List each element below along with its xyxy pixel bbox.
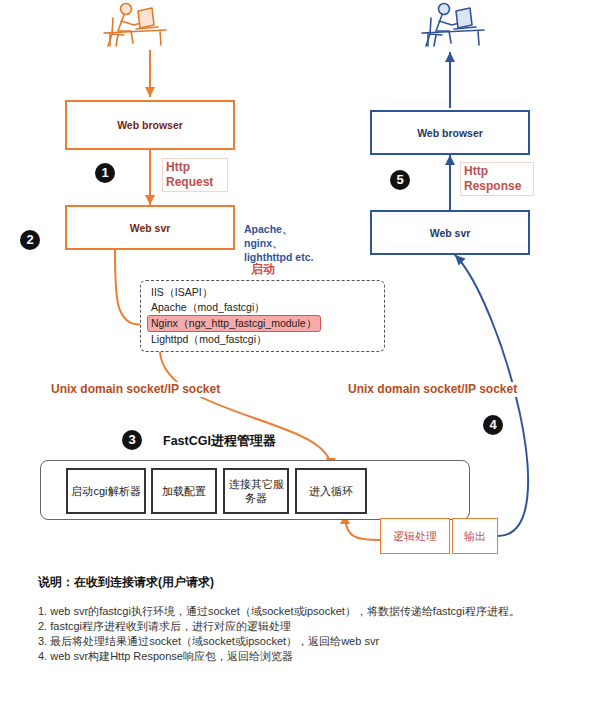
laptop — [456, 8, 472, 28]
edge-label: Http Response — [460, 162, 534, 196]
note-line: 1. web svr的fastcgi执行环境，通过socket（域socket或… — [38, 604, 538, 619]
node-text: Web browser — [417, 127, 483, 139]
note-line: 2. fastcgi程序进程收到请求后，进行对应的逻辑处理 — [38, 619, 538, 634]
request-arrow — [149, 50, 151, 97]
connector — [115, 250, 140, 325]
step-box: 启动cgi解析器 — [66, 468, 146, 514]
node-text: Nginx（ngx_http_fastcgi_module） — [147, 315, 321, 332]
node-text: 输出 — [464, 529, 486, 543]
module-list-box: 启动IIS（ISAPI）Apache（mod_fastcgi）Nginx（ngx… — [140, 280, 385, 352]
node-text: 启动 — [247, 262, 279, 277]
node-text: 加载配置 — [162, 484, 206, 498]
connector — [449, 155, 451, 210]
connector — [149, 150, 151, 205]
notes-block: 说明：在收到连接请求(用户请求) 1. web svr的fastcgi执行环境，通… — [38, 574, 538, 664]
user-head — [121, 4, 132, 15]
edge-label: Unix domain socket/IP socket — [48, 382, 223, 397]
callout-number: 3 — [122, 430, 142, 450]
node-text: 启动cgi解析器 — [71, 484, 140, 498]
desk — [104, 27, 166, 46]
node-text: IIS（ISAPI） — [151, 285, 374, 300]
process-box: Web svr — [65, 205, 235, 250]
user-icon — [104, 4, 166, 47]
process-box: 逻辑处理 — [380, 518, 450, 554]
process-manager-band: FastCGI进程管理器启动cgi解析器加载配置连接其它服务器进入循环 — [40, 460, 470, 520]
node-text: 进入循环 — [309, 484, 353, 498]
laptop — [138, 8, 154, 28]
node-text: Lighttpd（mod_fastcgi） — [151, 332, 374, 347]
node-text: 连接其它服务器 — [228, 477, 284, 505]
step-box: 进入循环 — [295, 468, 367, 514]
process-box: Web browser — [65, 100, 235, 150]
desk — [422, 27, 484, 46]
callout-number: 5 — [390, 170, 410, 190]
edge-label: Http Request — [162, 158, 228, 192]
edge-label: Unix domain socket/IP socket — [345, 382, 520, 397]
callout-number: 1 — [95, 163, 115, 183]
node-text: Web svr — [430, 227, 471, 239]
node-text: Web browser — [117, 119, 183, 131]
step-box: 加载配置 — [151, 468, 217, 514]
server-list-note: Apache、nginx、lighthttpd etc. — [244, 222, 326, 264]
connector — [160, 352, 331, 468]
note-heading: 说明：在收到连接请求(用户请求) — [38, 574, 538, 590]
note-line: 4. web svr构建Http Response响应包，返回给浏览器 — [38, 649, 538, 664]
node-text: Apache（mod_fastcgi） — [151, 300, 374, 315]
step-box: 连接其它服务器 — [223, 468, 289, 514]
node-text: FastCGI进程管理器 — [161, 433, 278, 449]
response-arrow — [449, 52, 451, 108]
note-line: 3. 最后将处理结果通过socket（域socket或ipsocket），返回给… — [38, 634, 538, 649]
user-icon — [422, 4, 484, 47]
process-box: Web browser — [370, 110, 530, 155]
user-head — [439, 4, 450, 15]
node-text: 逻辑处理 — [393, 529, 437, 543]
process-box: 输出 — [452, 518, 498, 554]
callout-number: 4 — [483, 415, 503, 435]
callout-number: 2 — [20, 230, 40, 250]
node-text: Web svr — [130, 222, 171, 234]
process-box: Web svr — [370, 210, 530, 255]
